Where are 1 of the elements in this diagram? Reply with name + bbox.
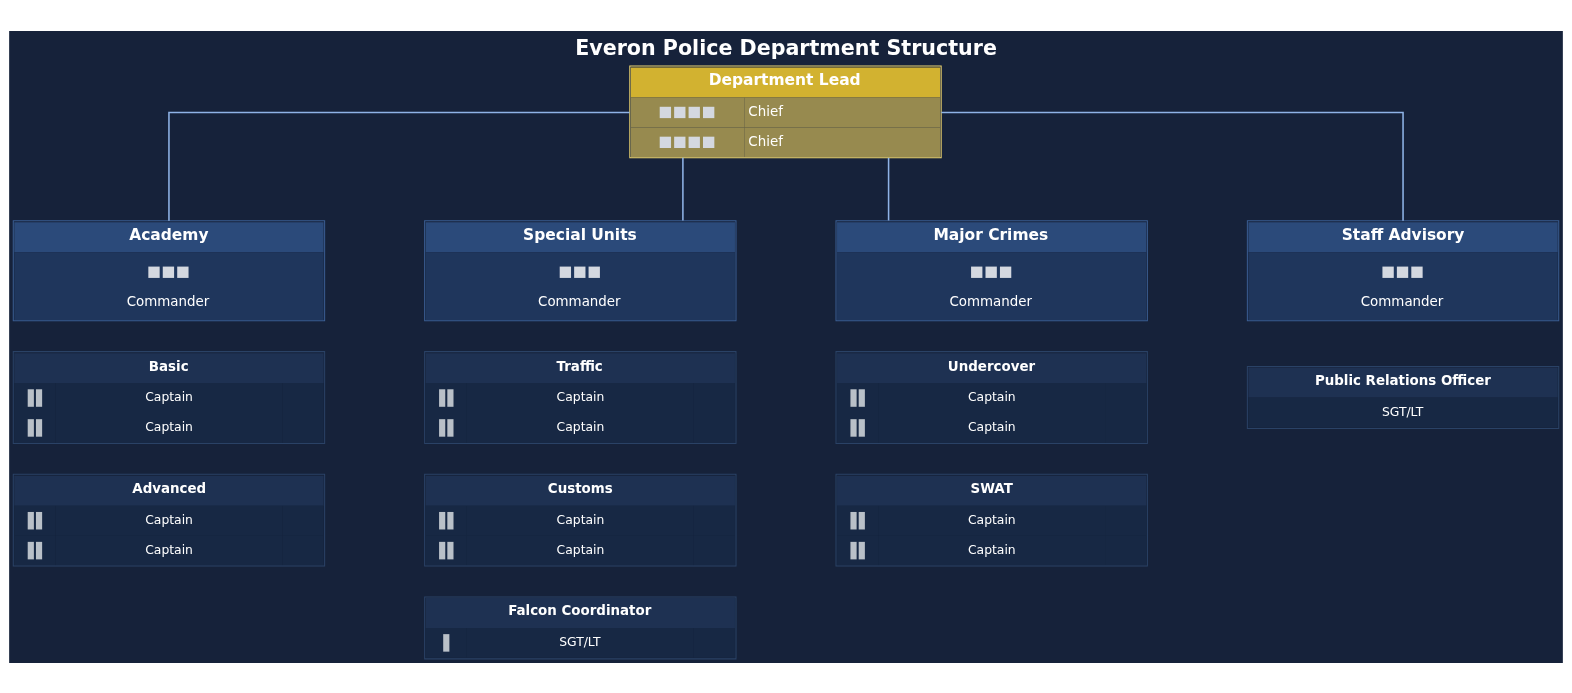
diagram-title: Everon Police Department Structure (575, 35, 997, 60)
